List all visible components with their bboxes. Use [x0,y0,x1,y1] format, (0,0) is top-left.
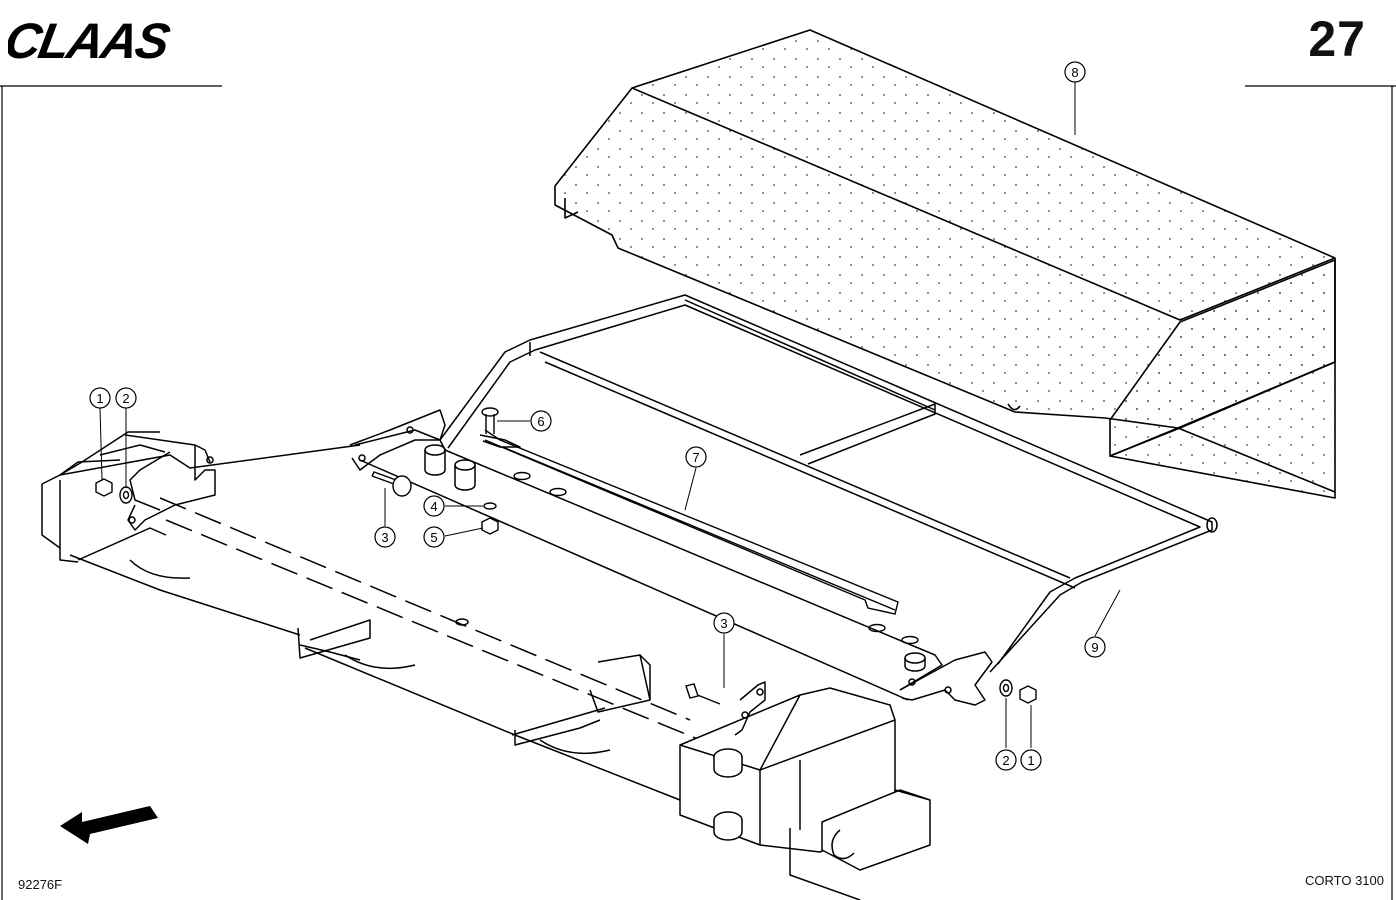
frame-lines [0,85,1396,900]
leader-lines [99,82,1121,748]
svg-text:1: 1 [1027,753,1034,768]
callout-1-left: 1 [89,387,111,409]
claas-logo: CLAAS [8,14,175,66]
fasteners [95,407,1037,705]
callout-2-right: 2 [995,749,1017,771]
svg-text:7: 7 [692,450,699,465]
svg-text:2: 2 [122,391,129,406]
tube-frame-part [439,294,1218,673]
callout-7: 7 [685,446,707,468]
callout-6: 6 [530,410,552,432]
right-block-housing [679,687,931,900]
svg-text:8: 8 [1071,65,1078,80]
model-label: CORTO 3100 [1304,873,1384,888]
svg-text:5: 5 [430,530,437,545]
svg-text:6: 6 [537,414,544,429]
callout-9: 9 [1084,636,1106,658]
drawing-code: 92276F [18,877,63,892]
callout-1-right: 1 [1020,749,1042,771]
callout-3-right: 3 [713,612,735,634]
direction-arrow-icon [60,806,158,844]
left-end-bracket [59,434,216,531]
svg-text:1: 1 [96,391,103,406]
svg-text:3: 3 [720,616,727,631]
callout-4: 4 [423,495,445,517]
svg-text:9: 9 [1091,640,1098,655]
page-number: 27 [1308,11,1366,67]
left-mounting-bracket [349,409,521,491]
callout-8: 8 [1064,61,1086,83]
callout-5: 5 [423,526,445,548]
callout-3-left: 3 [374,526,396,548]
cover-hood-part [554,29,1336,499]
callout-2-left: 2 [115,387,137,409]
brand-text: CLAAS [8,14,175,66]
svg-text:2: 2 [1002,753,1009,768]
svg-text:3: 3 [381,530,388,545]
svg-text:4: 4 [430,499,437,514]
callouts: 1 2 3 4 5 6 7 8 9 3 2 1 [89,61,1106,771]
right-mounting-bracket [734,651,993,736]
